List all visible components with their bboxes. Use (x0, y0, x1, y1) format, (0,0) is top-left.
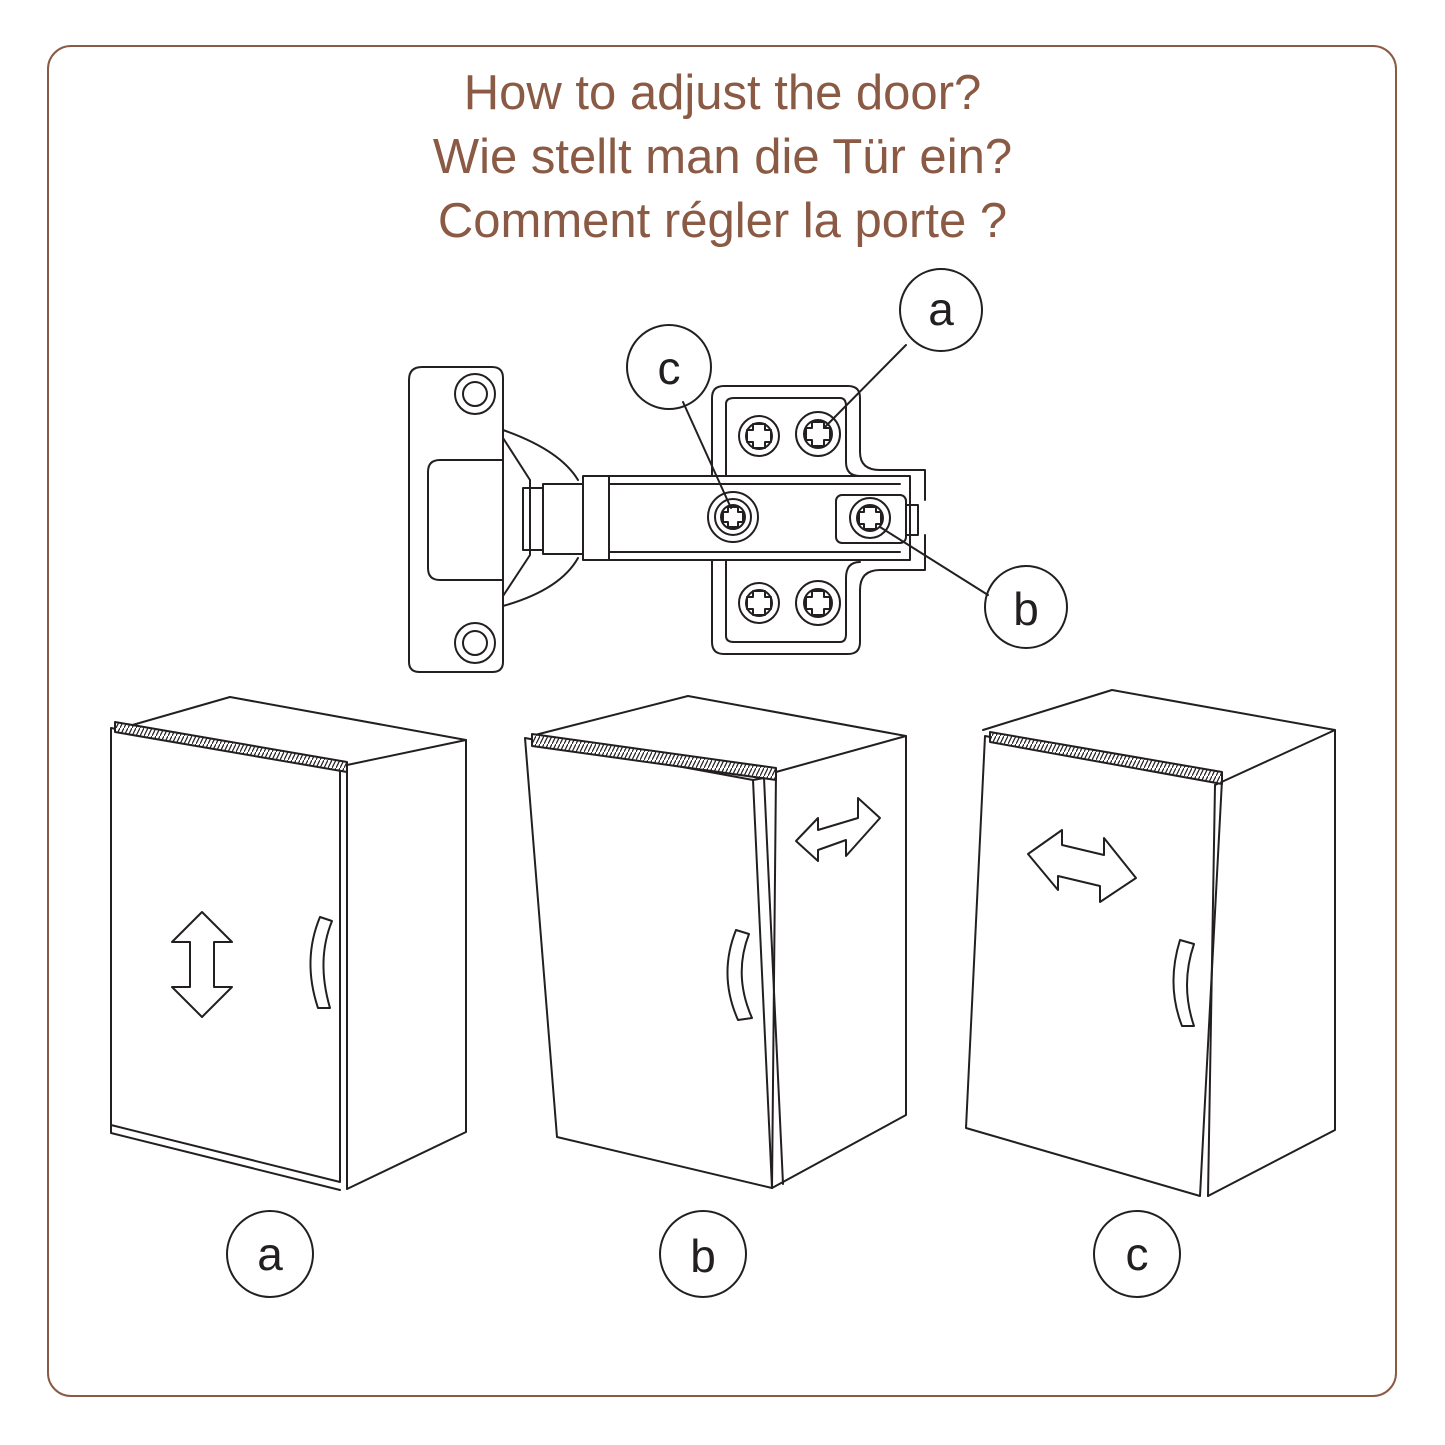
vertical-adjust-arrow-icon (171, 911, 233, 1018)
screw-c-icon (707, 491, 759, 543)
callout-b-circle (984, 565, 1068, 649)
cabinet-b-label: b (690, 1230, 716, 1282)
cabinet-a-door (110, 727, 341, 1183)
screw-lower-right-icon (795, 580, 841, 626)
cabinet-b-handle-icon (726, 929, 753, 1021)
screw-b-icon (849, 497, 891, 539)
hinge-illustration (408, 344, 989, 673)
cabinet-b-door (524, 737, 773, 1189)
cabinet-c-handle-icon (1172, 939, 1195, 1027)
title-english: How to adjust the door? (463, 66, 982, 120)
border-frame (47, 45, 1397, 1397)
plate-hole-top-icon (454, 373, 496, 415)
label-a-circle (226, 1210, 314, 1298)
hinge-base-lower (711, 534, 926, 655)
label-c-circle (1093, 1210, 1181, 1298)
callout-a-label: a (928, 283, 954, 335)
callout-c-label: c (658, 342, 681, 394)
cabinet-c-label: c (1126, 1228, 1149, 1280)
hinge-base-upper (711, 385, 926, 501)
screw-lower-left-icon (738, 582, 780, 624)
cabinet-a (110, 696, 467, 1191)
hinge-arm (608, 475, 911, 561)
hinge-mounting-plate (408, 366, 504, 673)
depth-adjust-arrow-icon (795, 797, 881, 862)
title-german: Wie stellt man die Tür ein? (432, 130, 1013, 184)
cabinet-a-label: a (257, 1228, 283, 1280)
screw-upper-left-icon (738, 415, 780, 457)
horizontal-adjust-arrow-icon (1027, 829, 1137, 903)
callout-b-label: b (1013, 583, 1039, 635)
title-french: Comment régler la porte ? (437, 194, 1008, 248)
cabinet-c (965, 689, 1336, 1197)
callout-c-circle (626, 324, 712, 410)
label-b-circle (659, 1210, 747, 1298)
cabinet-a-handle-icon (309, 916, 333, 1009)
callout-a-circle (899, 268, 983, 352)
plate-hole-bottom-icon (454, 622, 496, 664)
cabinet-c-door (965, 735, 1223, 1197)
cabinet-b (524, 695, 907, 1189)
